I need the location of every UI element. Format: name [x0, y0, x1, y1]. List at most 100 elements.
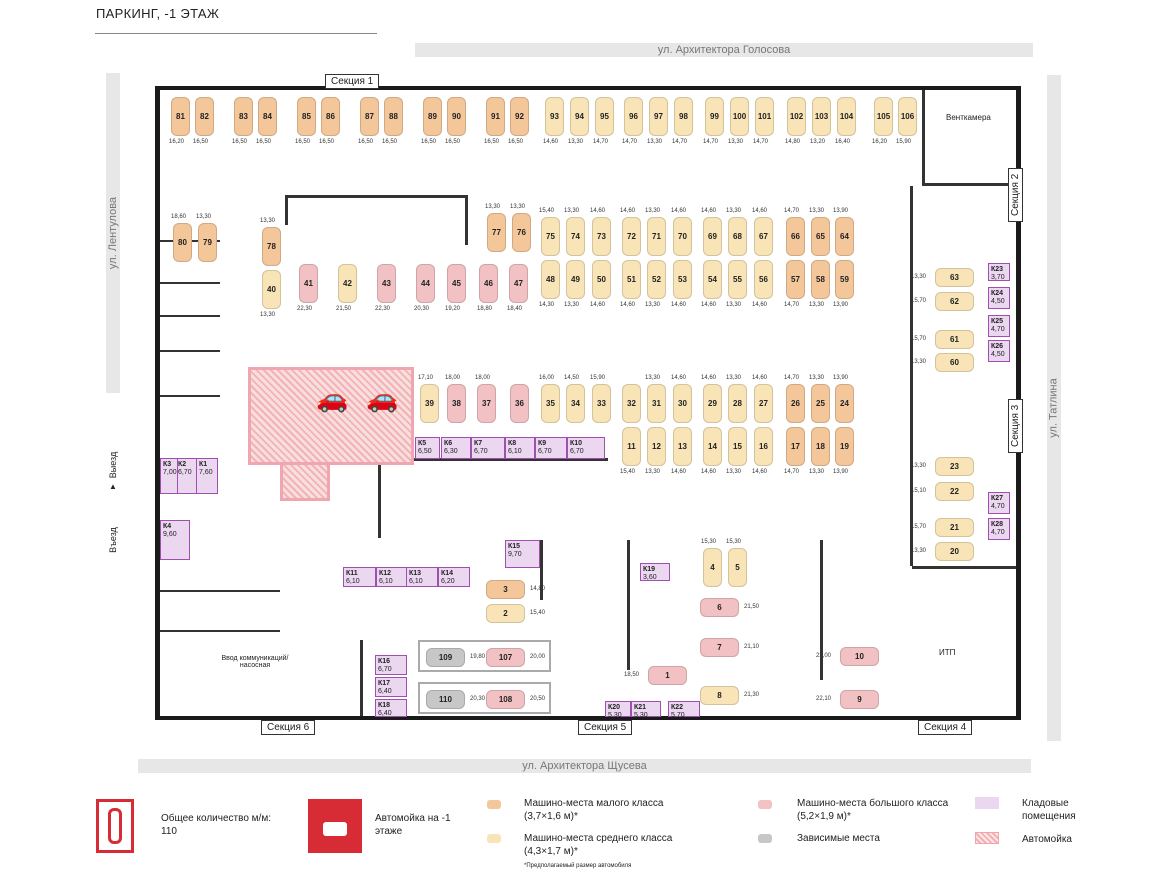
- parking-slot-77[interactable]: 77: [487, 213, 506, 252]
- parking-slot-54[interactable]: 54: [703, 260, 722, 299]
- parking-slot-61[interactable]: 61: [935, 330, 974, 349]
- parking-slot-19[interactable]: 19: [835, 427, 854, 466]
- parking-slot-95[interactable]: 95: [595, 97, 614, 136]
- parking-slot-72[interactable]: 72: [622, 217, 641, 256]
- parking-slot-87[interactable]: 87: [360, 97, 379, 136]
- parking-slot-36[interactable]: 36: [510, 384, 529, 423]
- parking-slot-100[interactable]: 100: [730, 97, 749, 136]
- parking-slot-81[interactable]: 81: [171, 97, 190, 136]
- parking-slot-98[interactable]: 98: [674, 97, 693, 136]
- parking-slot-13[interactable]: 13: [673, 427, 692, 466]
- parking-slot-15[interactable]: 15: [728, 427, 747, 466]
- parking-slot-37[interactable]: 37: [477, 384, 496, 423]
- parking-slot-109[interactable]: 109: [426, 648, 465, 667]
- parking-slot-6[interactable]: 6: [700, 598, 739, 617]
- parking-slot-1[interactable]: 1: [648, 666, 687, 685]
- parking-slot-93[interactable]: 93: [545, 97, 564, 136]
- parking-slot-9[interactable]: 9: [840, 690, 879, 709]
- parking-slot-48[interactable]: 48: [541, 260, 560, 299]
- parking-slot-84[interactable]: 84: [258, 97, 277, 136]
- parking-slot-22[interactable]: 22: [935, 482, 974, 501]
- parking-slot-12[interactable]: 12: [647, 427, 666, 466]
- parking-slot-4[interactable]: 4: [703, 548, 722, 587]
- parking-slot-16[interactable]: 16: [754, 427, 773, 466]
- parking-slot-7[interactable]: 7: [700, 638, 739, 657]
- parking-slot-44[interactable]: 44: [416, 264, 435, 303]
- parking-slot-90[interactable]: 90: [447, 97, 466, 136]
- parking-slot-80[interactable]: 80: [173, 223, 192, 262]
- parking-slot-33[interactable]: 33: [592, 384, 611, 423]
- parking-slot-75[interactable]: 75: [541, 217, 560, 256]
- parking-slot-55[interactable]: 55: [728, 260, 747, 299]
- parking-slot-3[interactable]: 3: [486, 580, 525, 599]
- parking-slot-34[interactable]: 34: [566, 384, 585, 423]
- parking-slot-27[interactable]: 27: [754, 384, 773, 423]
- parking-slot-69[interactable]: 69: [703, 217, 722, 256]
- parking-slot-82[interactable]: 82: [195, 97, 214, 136]
- parking-slot-105[interactable]: 105: [874, 97, 893, 136]
- parking-slot-49[interactable]: 49: [566, 260, 585, 299]
- parking-slot-23[interactable]: 23: [935, 457, 974, 476]
- parking-slot-70[interactable]: 70: [673, 217, 692, 256]
- parking-slot-79[interactable]: 79: [198, 223, 217, 262]
- parking-slot-102[interactable]: 102: [787, 97, 806, 136]
- parking-slot-88[interactable]: 88: [384, 97, 403, 136]
- parking-slot-24[interactable]: 24: [835, 384, 854, 423]
- parking-slot-20[interactable]: 20: [935, 542, 974, 561]
- parking-slot-38[interactable]: 38: [447, 384, 466, 423]
- parking-slot-29[interactable]: 29: [703, 384, 722, 423]
- parking-slot-39[interactable]: 39: [420, 384, 439, 423]
- parking-slot-42[interactable]: 42: [338, 264, 357, 303]
- parking-slot-51[interactable]: 51: [622, 260, 641, 299]
- parking-slot-103[interactable]: 103: [812, 97, 831, 136]
- parking-slot-32[interactable]: 32: [622, 384, 641, 423]
- parking-slot-43[interactable]: 43: [377, 264, 396, 303]
- parking-slot-92[interactable]: 92: [510, 97, 529, 136]
- parking-slot-17[interactable]: 17: [786, 427, 805, 466]
- parking-slot-28[interactable]: 28: [728, 384, 747, 423]
- parking-slot-56[interactable]: 56: [754, 260, 773, 299]
- parking-slot-64[interactable]: 64: [835, 217, 854, 256]
- parking-slot-52[interactable]: 52: [647, 260, 666, 299]
- parking-slot-57[interactable]: 57: [786, 260, 805, 299]
- parking-slot-18[interactable]: 18: [811, 427, 830, 466]
- parking-slot-107[interactable]: 107: [486, 648, 525, 667]
- parking-slot-26[interactable]: 26: [786, 384, 805, 423]
- parking-slot-110[interactable]: 110: [426, 690, 465, 709]
- parking-slot-97[interactable]: 97: [649, 97, 668, 136]
- parking-slot-83[interactable]: 83: [234, 97, 253, 136]
- parking-slot-10[interactable]: 10: [840, 647, 879, 666]
- parking-slot-86[interactable]: 86: [321, 97, 340, 136]
- parking-slot-46[interactable]: 46: [479, 264, 498, 303]
- parking-slot-89[interactable]: 89: [423, 97, 442, 136]
- parking-slot-68[interactable]: 68: [728, 217, 747, 256]
- parking-slot-101[interactable]: 101: [755, 97, 774, 136]
- parking-slot-31[interactable]: 31: [647, 384, 666, 423]
- parking-slot-59[interactable]: 59: [835, 260, 854, 299]
- parking-slot-99[interactable]: 99: [705, 97, 724, 136]
- parking-slot-106[interactable]: 106: [898, 97, 917, 136]
- parking-slot-40[interactable]: 40: [262, 270, 281, 309]
- parking-slot-5[interactable]: 5: [728, 548, 747, 587]
- parking-slot-67[interactable]: 67: [754, 217, 773, 256]
- parking-slot-8[interactable]: 8: [700, 686, 739, 705]
- parking-slot-35[interactable]: 35: [541, 384, 560, 423]
